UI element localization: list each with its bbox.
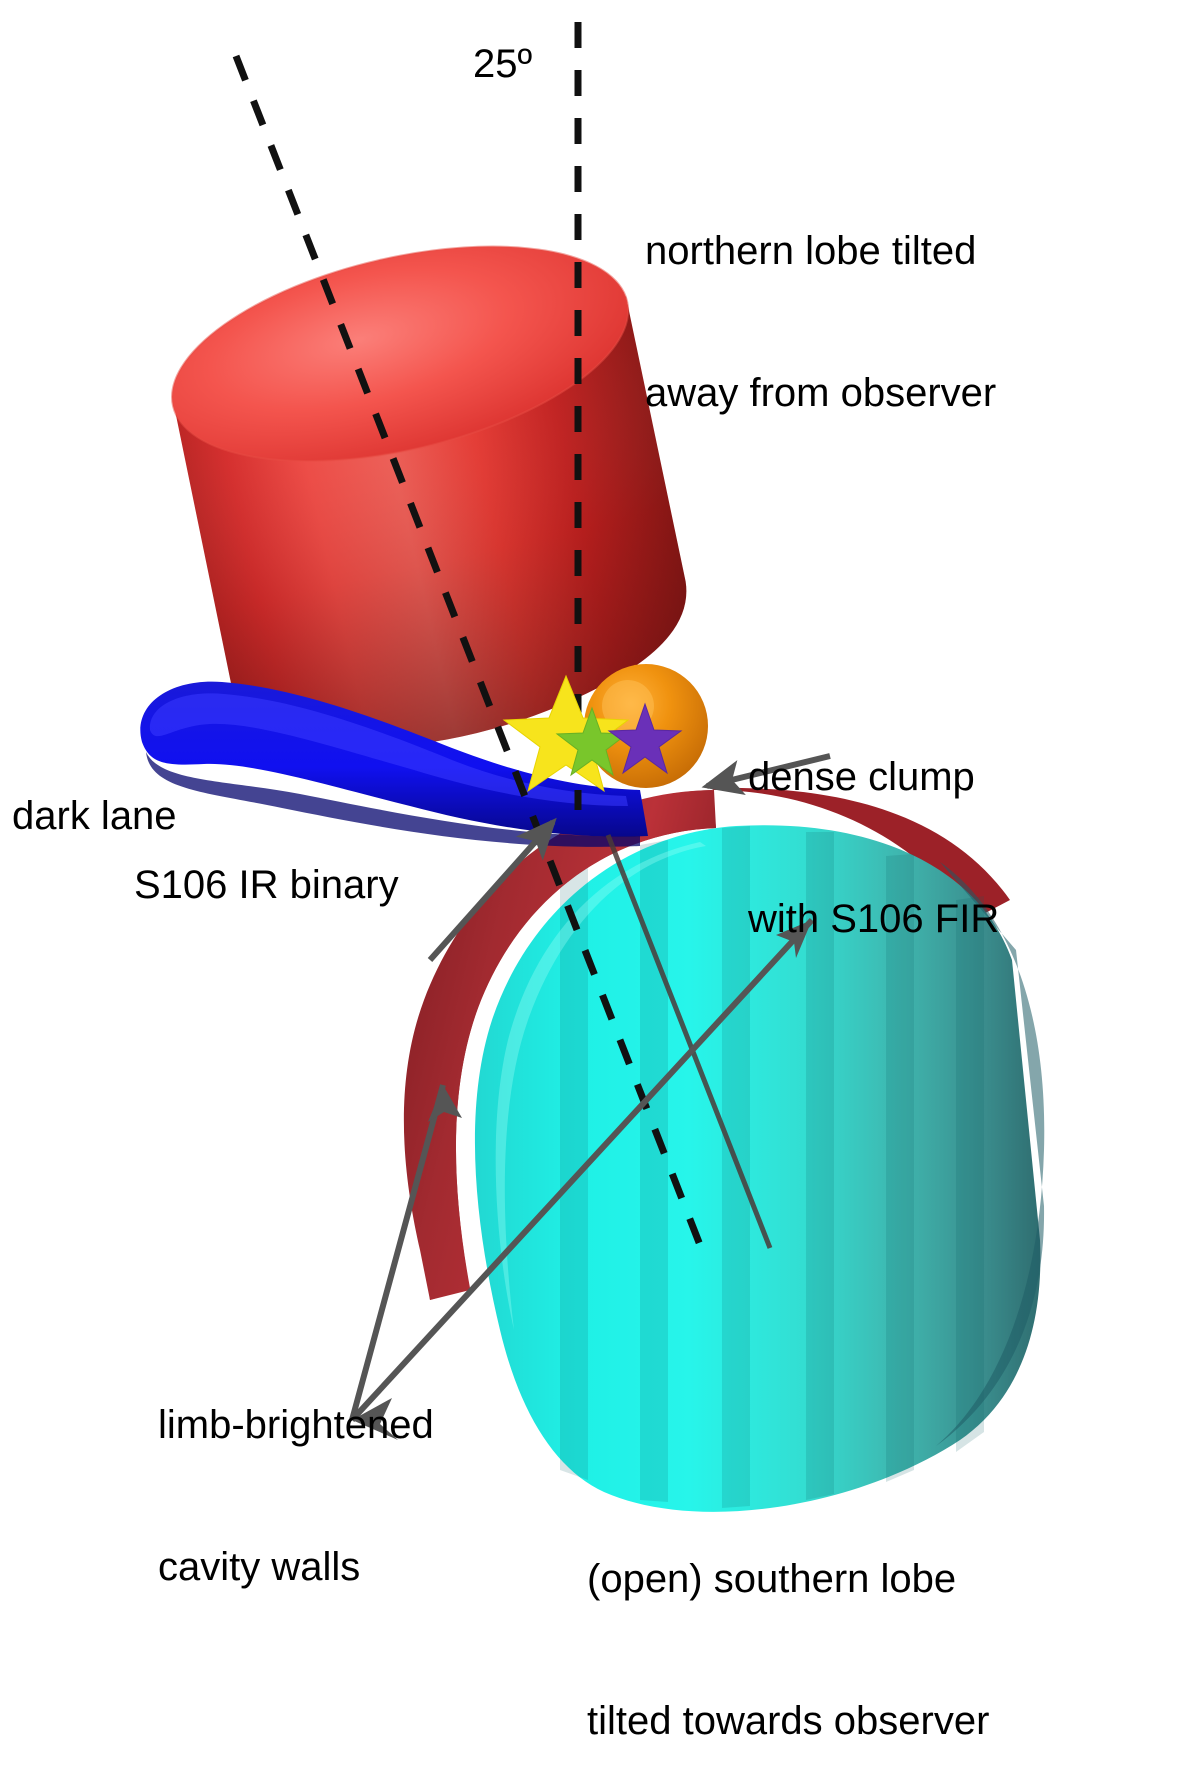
tilt-angle-label: 25º	[473, 42, 533, 86]
ir-binary-leader-arrow	[427, 817, 557, 962]
northern-lobe	[171, 245, 687, 749]
southern-axis-line	[605, 834, 773, 1249]
scene-graphics	[140, 22, 1045, 1512]
northern-lobe-label-line1: northern lobe tilted	[645, 229, 977, 274]
dark-lane-label: dark lane	[12, 794, 177, 838]
ir-binary-label: S106 IR binary	[134, 863, 399, 907]
star-fir	[607, 702, 683, 775]
limb-leader-line-upper	[349, 1084, 446, 1421]
dense-clump-leader-arrow	[701, 753, 831, 796]
limb-leader-line-right	[349, 917, 815, 1423]
tilted-axis-dashed-line	[232, 54, 704, 1247]
limb-leader-arrowhead	[352, 1398, 398, 1440]
southern-lobe-label-line2: tilted towards observer	[587, 1698, 990, 1743]
northern-lobe-label-line2: away from observer	[645, 370, 997, 415]
southern-lobe-label: (open) southern lobe tilted towards obse…	[587, 1462, 989, 1792]
limb-arrowhead-right	[776, 920, 812, 958]
dense-clump-label: dense clump with S106 FIR	[748, 660, 999, 990]
dark-lane-tube	[140, 681, 648, 847]
dense-clump-label-line2: with S106 FIR	[748, 896, 1000, 941]
limb-brightened-label: limb-brightened cavity walls	[158, 1308, 434, 1638]
limb-label-line2: cavity walls	[158, 1544, 361, 1589]
diagram-canvas: 25º northern lobe tilted away from obser…	[12, 22, 1045, 1743]
southern-lobe-label-line1: (open) southern lobe	[587, 1557, 957, 1602]
dense-clump-label-line1: dense clump	[748, 755, 975, 800]
northern-lobe-label: northern lobe tilted away from observer	[645, 134, 996, 464]
limb-label-line1: limb-brightened	[158, 1403, 434, 1448]
limb-brightened-wall-left	[406, 790, 716, 1300]
limb-arrowhead-upper	[428, 1085, 462, 1122]
